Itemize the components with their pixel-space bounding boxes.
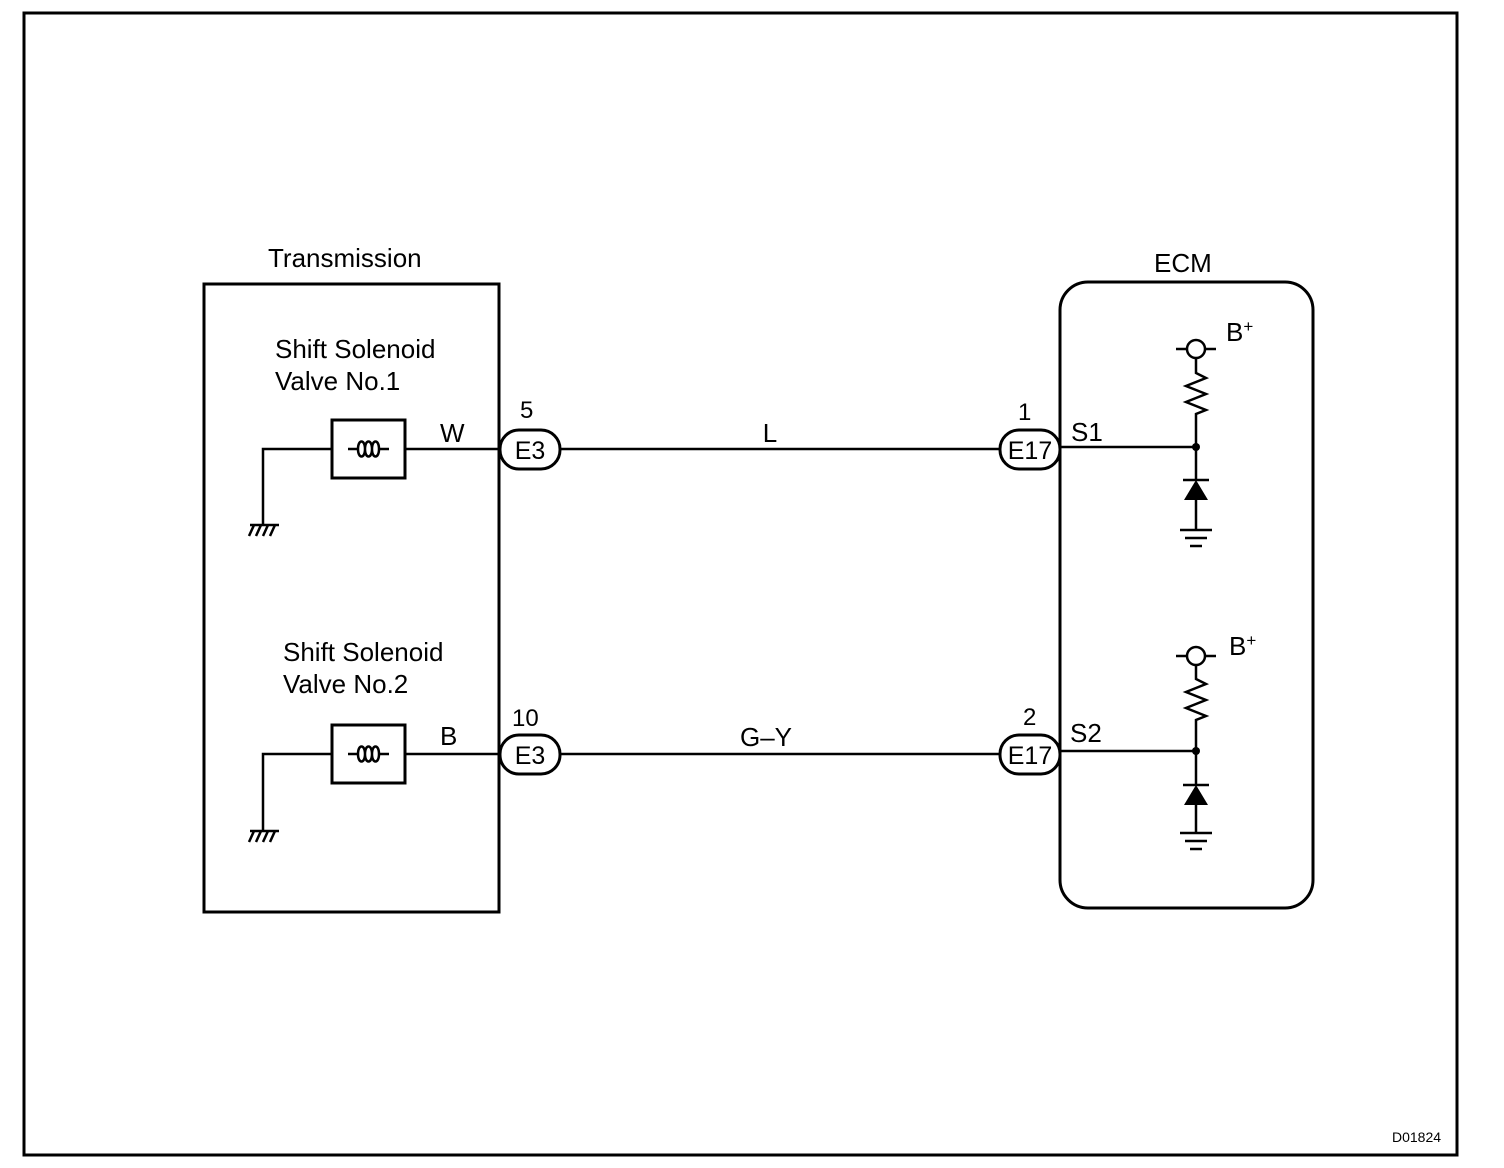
- e3-pin-10: 10: [512, 705, 539, 732]
- e17-pin-2: 2: [1023, 704, 1036, 731]
- figure-id: D01824: [1392, 1129, 1441, 1145]
- valve-1-label-line2: Valve No.1: [275, 366, 400, 396]
- connector-e17-lower: [998, 733, 1062, 776]
- ground-icon: [1180, 528, 1212, 548]
- e3-pin-5: 5: [520, 397, 533, 424]
- solenoid-1-box: [330, 418, 407, 480]
- ecm-input-s1: 1 E17 S1 B+: [998, 317, 1253, 548]
- supply-label-1: B+: [1226, 317, 1253, 347]
- supply-terminal-icon: [1185, 645, 1207, 667]
- resistor-icon: [1182, 358, 1210, 447]
- wire-l-color: L: [763, 418, 777, 448]
- harness: L G–Y: [560, 418, 1000, 756]
- e17-pin-1: 1: [1018, 399, 1031, 426]
- valve-2-label-line1: Shift Solenoid: [283, 637, 443, 667]
- terminal-s2: S2: [1070, 718, 1102, 748]
- supply-label-2: B+: [1229, 631, 1256, 661]
- diode-icon: [1184, 785, 1208, 805]
- valve-2-label-line2: Valve No.2: [283, 669, 408, 699]
- shift-solenoid-valve-2: Shift Solenoid Valve No.2 B 10 E3: [247, 637, 562, 843]
- resistor-icon: [1182, 665, 1210, 751]
- shift-solenoid-valve-1: Shift Solenoid Valve No.1 W 5 E3: [247, 334, 562, 537]
- valve-2-wire-color: B: [440, 721, 457, 751]
- transmission-box: [202, 282, 501, 914]
- connector-e17-upper-label: E17: [1008, 437, 1052, 465]
- outer-frame: [22, 11, 1459, 1157]
- terminal-s1: S1: [1071, 417, 1103, 447]
- ecm-box: [1058, 280, 1315, 910]
- ecm-input-s2: 2 E17 S2 B+: [998, 631, 1256, 851]
- ecm-block: ECM 1 E17 S1 B+ 2: [998, 248, 1315, 910]
- valve-1-label-line1: Shift Solenoid: [275, 334, 435, 364]
- valve-1-ground-wire: [261, 447, 332, 525]
- coil-icon: [348, 745, 389, 763]
- chassis-ground-icon: [247, 523, 279, 537]
- connector-e3-lower-label: E3: [515, 742, 546, 770]
- wire-g-y-color: G–Y: [740, 722, 792, 752]
- transmission-block: Transmission Shift Solenoid Valve No.1 W…: [202, 243, 562, 914]
- connector-e3-upper-label: E3: [515, 437, 546, 465]
- transmission-title: Transmission: [268, 243, 422, 273]
- connector-e17-lower-label: E17: [1008, 742, 1052, 770]
- coil-icon: [348, 440, 389, 458]
- connector-e17-upper: [998, 428, 1062, 471]
- valve-1-wire-color: W: [440, 418, 465, 448]
- chassis-ground-icon: [247, 829, 279, 843]
- solenoid-2-box: [330, 723, 407, 785]
- diode-icon: [1184, 480, 1208, 500]
- ecm-title: ECM: [1154, 248, 1212, 278]
- valve-2-ground-wire: [261, 752, 332, 831]
- ground-icon: [1180, 831, 1212, 851]
- supply-terminal-icon: [1185, 338, 1207, 360]
